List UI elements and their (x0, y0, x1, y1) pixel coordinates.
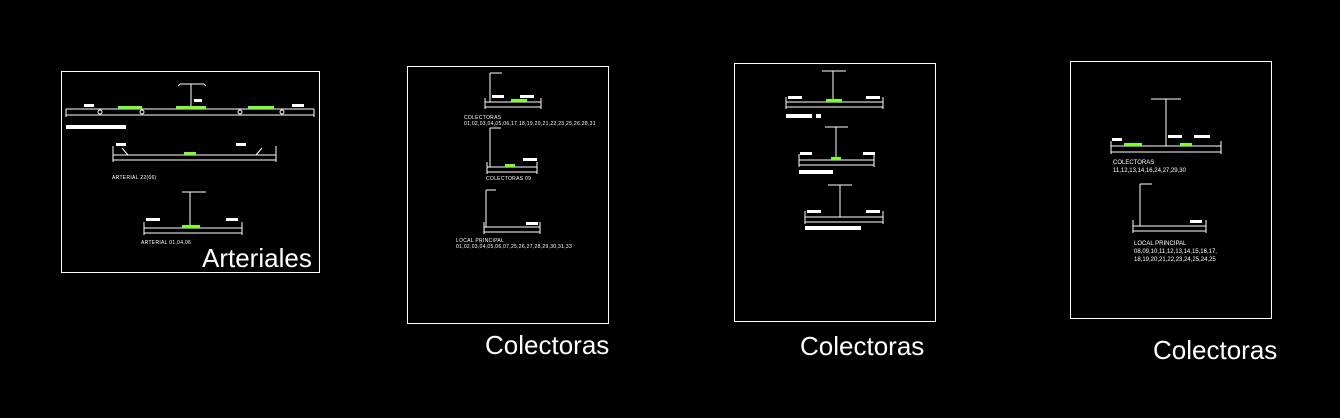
sheet1-section2-label: ARTERIAL 22(66) (112, 175, 157, 181)
sheet4-title: Colectoras (1153, 335, 1278, 365)
sheet-colectoras-3 (1070, 61, 1272, 319)
sheet4-section2-label: LOCAL PRINCIPAL (1134, 241, 1187, 247)
sheet-colectoras-1 (407, 66, 609, 324)
sheet1-section3-label: ARTERIAL 01,04,06 (141, 240, 192, 246)
sheet1-title: Arteriales (202, 243, 312, 273)
sheet2-section1-label: COLECTORAS (464, 115, 502, 121)
sheet4-section2-list-2: 18,19,20,21,22,23,24,25,24,25 (1134, 257, 1216, 263)
sheet2-section3-list: 01,02,03,04,05,06,07,25,26,27,28,29,30,3… (456, 244, 573, 250)
sheet2-section3-label: LOCAL PRINCIPAL (456, 238, 505, 244)
sheet2-section1-list: 01,02,03,04,05,06,17,18,19,20,21,22,23,2… (464, 121, 596, 127)
sheet-arteriales (61, 71, 320, 273)
sheet4-section2-list-1: 08,09,10,11,12,13,14,15,16,17, (1134, 249, 1217, 255)
sheet4-section1-label: COLECTORAS (1113, 160, 1155, 166)
sheet-colectoras-2 (734, 63, 936, 322)
sheet2-section2-label: COLECTORAS 09 (486, 176, 532, 182)
sheet2-title: Colectoras (485, 330, 610, 360)
sheet4-section1-list: 11,12,13,14,16,24,27,29,30 (1113, 168, 1186, 174)
sheet3-title: Colectoras (800, 331, 925, 361)
